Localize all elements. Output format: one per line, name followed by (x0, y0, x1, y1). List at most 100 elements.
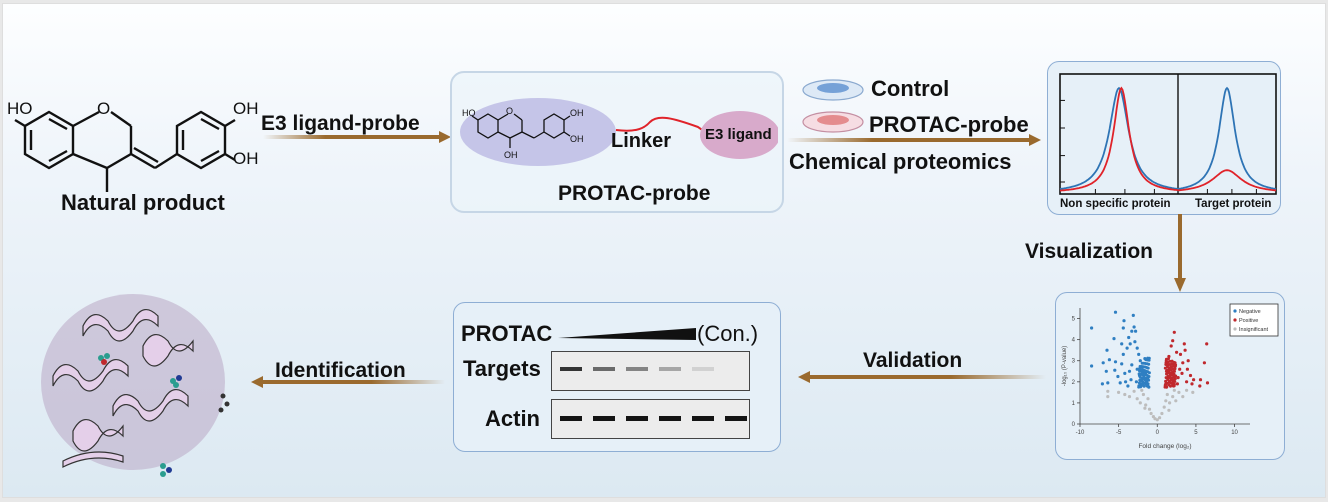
point-insignificant (1106, 389, 1110, 393)
point-negative (1100, 382, 1104, 386)
legend-marker (1233, 318, 1237, 322)
point-negative (1145, 381, 1148, 385)
point-positive (1164, 357, 1168, 361)
point-insignificant (1106, 395, 1110, 399)
point-negative (1123, 371, 1127, 375)
point-positive (1167, 366, 1171, 370)
atom-label: OH (570, 134, 584, 144)
point-positive (1192, 378, 1196, 382)
point-negative (1142, 375, 1146, 379)
step-label-validation: Validation (863, 349, 963, 372)
point-positive (1198, 378, 1203, 382)
curve-protac-probe (1177, 169, 1277, 192)
step-label-chemical-proteomics: Chemical proteomics (789, 149, 1012, 174)
point-negative (1105, 348, 1109, 352)
linker-line (615, 116, 709, 135)
point-positive (1185, 380, 1189, 384)
point-negative (1137, 352, 1141, 356)
y-tick-label: 2 (1072, 380, 1076, 386)
point-insignificant (1143, 406, 1147, 410)
x-tick-label: 10 (1231, 430, 1238, 436)
point-positive (1175, 382, 1179, 386)
point-positive (1205, 342, 1209, 346)
point-insignificant (1132, 389, 1136, 393)
blot-row-label-actin: Actin (485, 406, 540, 431)
point-negative (1134, 329, 1138, 333)
point-positive (1164, 376, 1168, 380)
point-positive (1180, 371, 1184, 375)
point-positive (1178, 367, 1182, 371)
point-positive (1190, 382, 1194, 386)
point-positive (1202, 361, 1206, 365)
atom-label: O (97, 99, 110, 118)
point-negative (1090, 326, 1094, 330)
point-positive (1205, 381, 1210, 385)
point-insignificant (1160, 411, 1164, 416)
figure-canvas: HO O OH OH OH Natural product E3 ligand-… (2, 3, 1326, 498)
arrow-left-icon (251, 376, 445, 388)
point-negative (1116, 374, 1120, 379)
point-insignificant (1149, 411, 1153, 416)
natural-product-label: Natural product (61, 190, 225, 215)
atom-label: OH (233, 99, 259, 118)
point-positive (1183, 348, 1187, 352)
x-tick-label: 5 (1194, 430, 1198, 436)
point-insignificant (1181, 395, 1185, 399)
point-insignificant (1127, 395, 1132, 399)
step-label-identification: Identification (275, 359, 406, 382)
point-insignificant (1171, 395, 1175, 399)
point-negative (1138, 378, 1142, 382)
step-label-visualization: Visualization (1025, 240, 1153, 263)
point-positive (1174, 363, 1178, 367)
blot-band (692, 367, 714, 371)
linker-label: Linker (611, 130, 672, 152)
point-negative (1133, 340, 1137, 344)
point-positive (1181, 361, 1185, 365)
treatment-control: Control (871, 76, 950, 101)
point-insignificant (1172, 388, 1176, 392)
point-negative (1135, 367, 1139, 371)
blot-band (560, 367, 582, 371)
point-negative (1113, 310, 1118, 314)
point-insignificant (1123, 392, 1127, 397)
y-tick-label: 1 (1072, 401, 1076, 407)
point-positive (1165, 372, 1168, 376)
point-negative (1122, 319, 1126, 323)
atom-label: HO (7, 99, 33, 118)
point-positive (1171, 381, 1175, 385)
petri-dish-blue-icon (802, 79, 864, 101)
point-negative (1135, 346, 1139, 350)
point-insignificant (1147, 407, 1152, 411)
point-positive (1164, 379, 1168, 383)
point-negative (1120, 362, 1124, 366)
panel-label-non-specific: Non specific protein (1060, 198, 1171, 210)
x-tick-label: -5 (1116, 430, 1122, 436)
point-negative (1131, 313, 1135, 317)
point-insignificant (1168, 401, 1172, 405)
blot-strip-actin (551, 399, 750, 439)
blot-band (725, 416, 747, 421)
point-positive (1198, 384, 1202, 388)
point-negative (1138, 364, 1142, 368)
arrow-right-icon (263, 131, 451, 143)
concentration-wedge-icon (558, 328, 696, 340)
abundance-chart-panel (1047, 61, 1281, 215)
point-negative (1112, 337, 1116, 341)
helix-ribbons (52, 309, 194, 468)
point-insignificant (1141, 392, 1145, 397)
point-positive (1163, 366, 1167, 370)
point-negative (1124, 380, 1128, 384)
point-positive (1164, 361, 1168, 365)
point-insignificant (1155, 418, 1159, 422)
arrow-right-icon (787, 134, 1041, 146)
point-negative (1146, 356, 1150, 360)
petri-dish-icons (802, 79, 864, 133)
y-tick-label: 3 (1072, 359, 1076, 365)
point-positive (1176, 376, 1180, 380)
point-negative (1118, 381, 1122, 385)
arrow-left-icon (798, 371, 1046, 383)
ligand-atoms (98, 353, 230, 477)
point-insignificant (1191, 390, 1195, 394)
point-negative (1129, 378, 1133, 382)
point-positive (1168, 371, 1172, 375)
